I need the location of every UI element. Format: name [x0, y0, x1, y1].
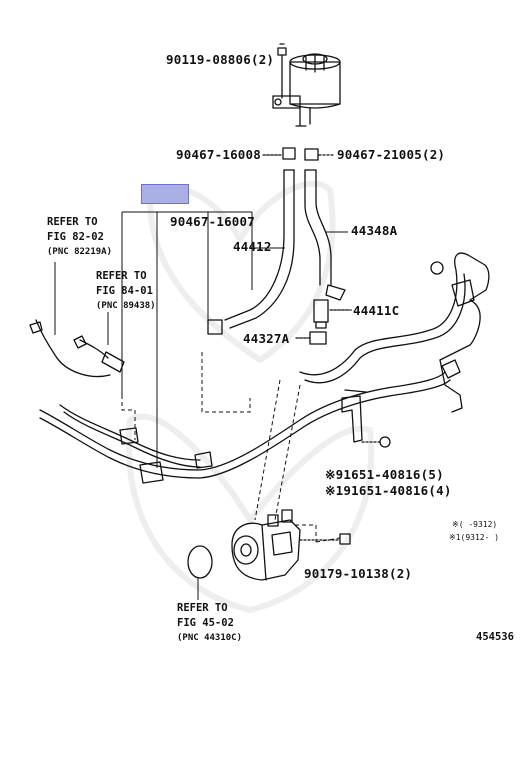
part-44412[interactable]: 44412 [233, 239, 272, 254]
ref-3-line1: REFER TO [177, 602, 228, 614]
reservoir-tank [272, 43, 341, 127]
part-90467-16008[interactable]: 90467-16008 [176, 147, 261, 162]
ref-bracket-top [121, 211, 253, 468]
diagram-id: 454536 [476, 631, 514, 643]
dashed-box-center [201, 352, 251, 413]
ref-1-line3: (PNC 82219A) [47, 247, 113, 257]
part-90467-16007[interactable]: 90467-16007 [170, 214, 255, 229]
part-44348a[interactable]: 44348A [351, 223, 398, 238]
ref-3-line3: (PNC 44310C) [177, 633, 243, 643]
part-90179-10138[interactable]: 90179-10138(2) [304, 566, 413, 581]
power-steering-pump [231, 509, 301, 581]
dashed-line-pump-1 [254, 379, 281, 521]
note-1: ※( -9312) [452, 520, 498, 529]
ref-2-line1: REFER TO [96, 270, 147, 282]
hose-clamps-top [262, 147, 335, 161]
ref-2-line3: (PNC 89438) [96, 301, 156, 311]
dashed-box-left [121, 395, 136, 440]
bracket-bolt [341, 389, 391, 448]
part-44327a[interactable]: 44327A [243, 331, 290, 346]
pressure-tube-right [299, 252, 490, 413]
fitting-44411c [313, 299, 351, 329]
watermark-emblem [125, 180, 375, 613]
sensor-cable [29, 319, 125, 378]
ref-3-line2[interactable]: FIG 45-02 [177, 617, 234, 629]
clamp-left [207, 319, 223, 335]
part-91651-40816-a[interactable]: ※91651-40816(5) [325, 467, 444, 482]
hose-44412 [224, 169, 295, 329]
note-2: ※1(9312- ) [449, 533, 500, 542]
dashed-line-pump-2 [274, 384, 301, 521]
part-90467-21005[interactable]: 90467-21005(2) [337, 147, 446, 162]
o-ring [187, 545, 213, 579]
bolt-90179 [299, 533, 351, 545]
part-44411c[interactable]: 44411C [353, 303, 400, 318]
dashed-box-pump [295, 524, 317, 542]
hose-44348a [304, 169, 346, 301]
part-90119-08806[interactable]: 90119-08806(2) [166, 52, 275, 67]
ref-1-line1: REFER TO [47, 216, 98, 228]
part-91651-40816-b[interactable]: ※191651-40816(4) [325, 483, 452, 498]
highlight-callout[interactable] [141, 184, 189, 204]
ref-1-line2[interactable]: FIG 82-02 [47, 231, 104, 243]
return-tube [39, 371, 451, 484]
ref-2-line2[interactable]: FIG 84-01 [96, 285, 153, 297]
